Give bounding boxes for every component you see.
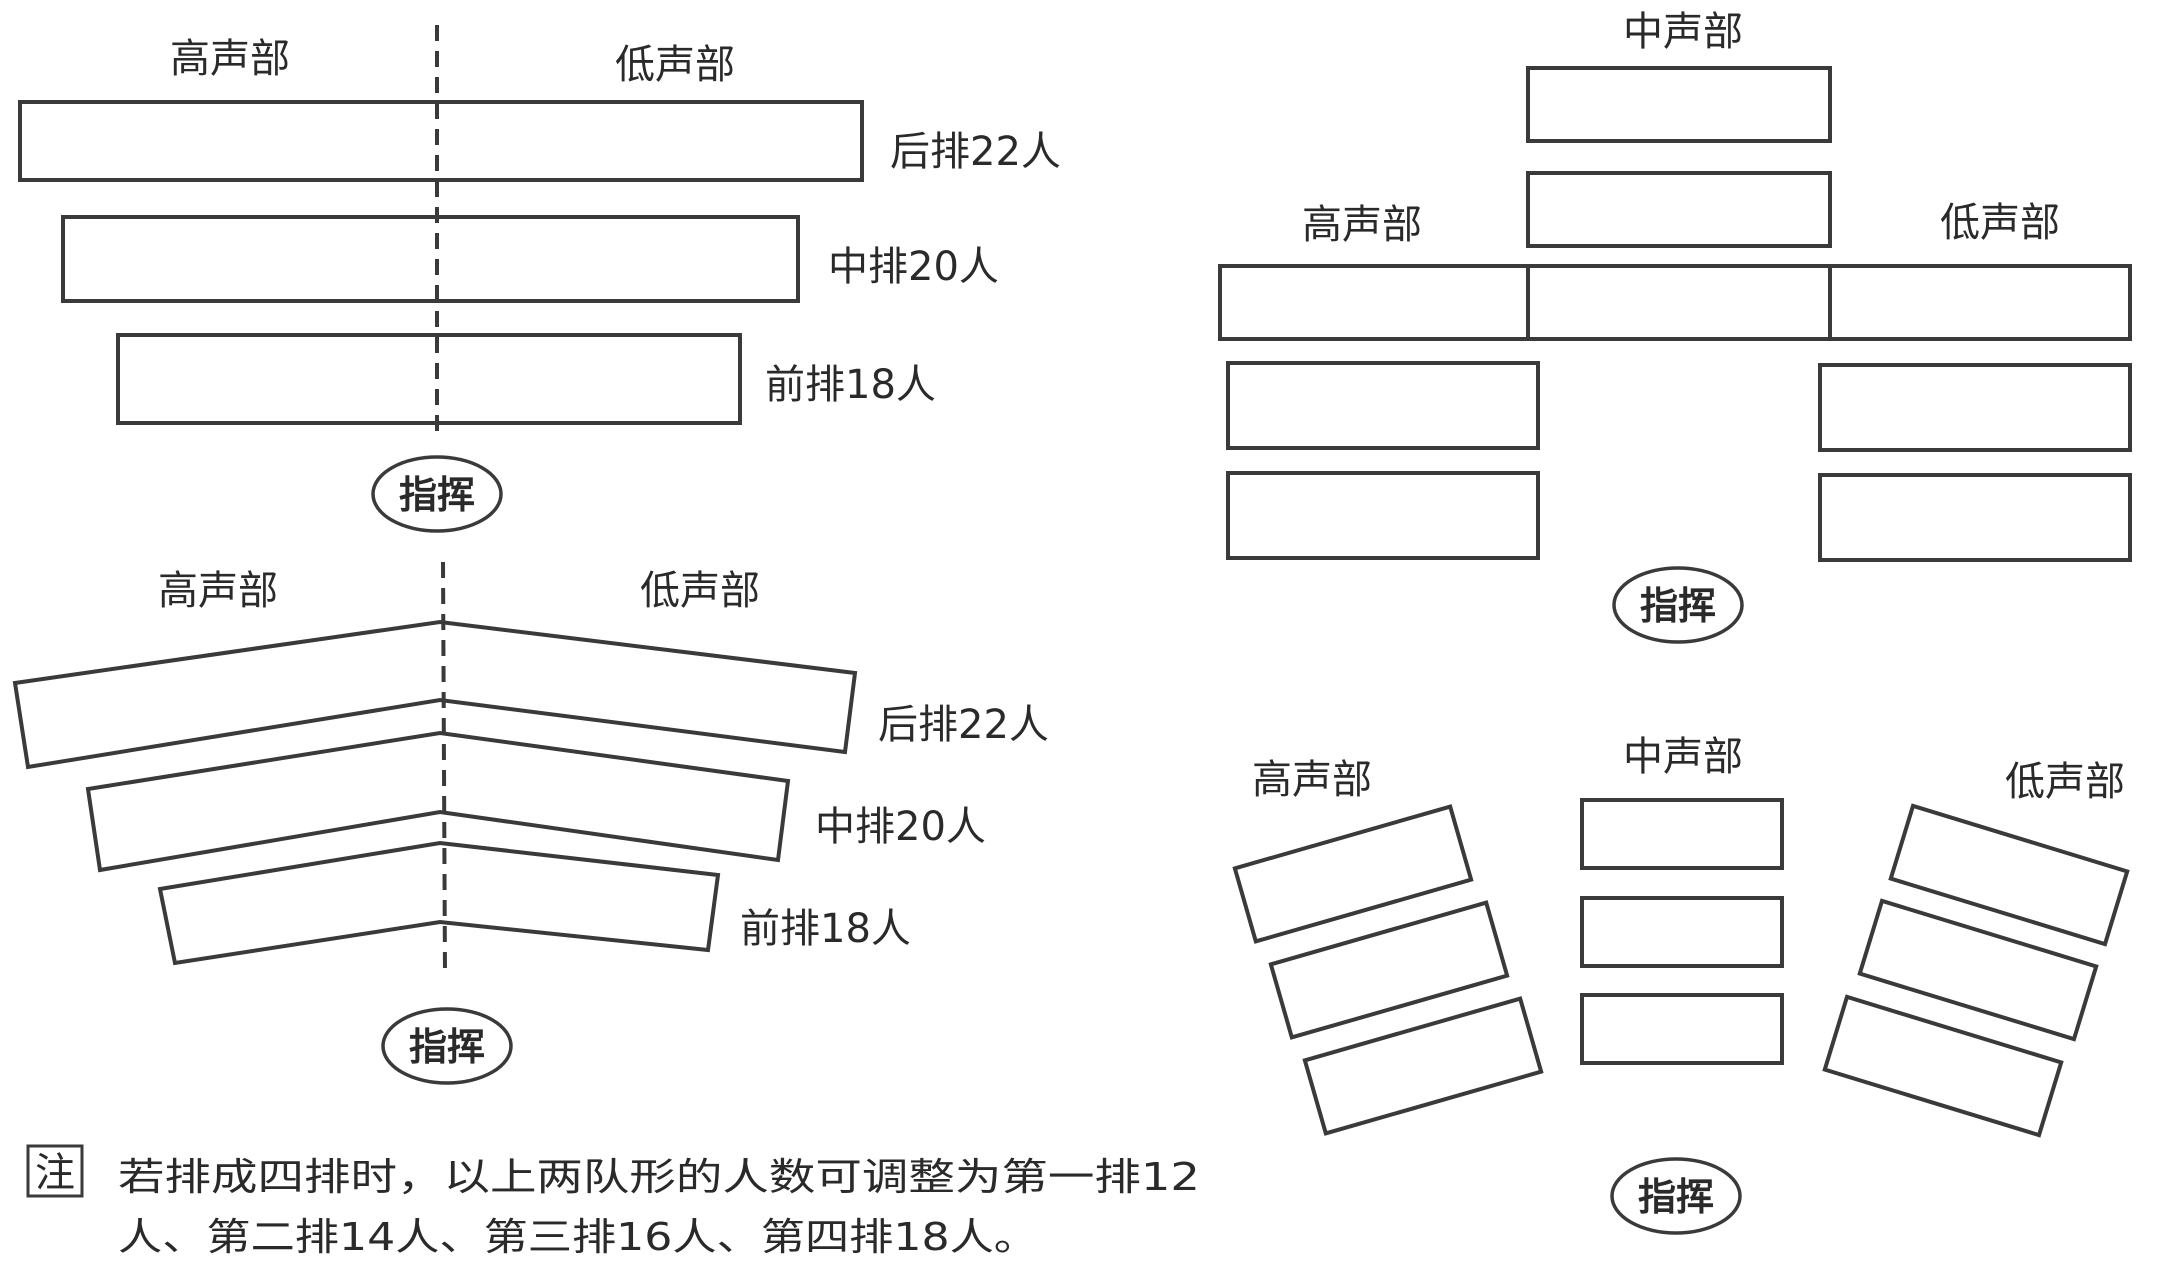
panel2-conductor-label: 指挥 [409,1025,485,1069]
panel3-mid-block-1 [1526,66,1832,143]
panel3-high-block-2 [1226,471,1540,560]
panel1-front-row-label: 前排18人 [765,362,936,408]
panel1-middle-row [61,215,800,303]
panel2-center-divider [441,561,447,976]
panel2-middle-row [85,730,791,873]
panel4-mid-label: 中声部 [1623,734,1743,780]
panel4-low-label: 低声部 [2005,759,2125,805]
panel3-high-label: 高声部 [1302,202,1422,248]
panel3-wide-row [1218,264,2132,341]
panel4-high-block-3 [1302,996,1544,1136]
panel3-conductor-oval [1612,566,1744,644]
panel4-low-block-2 [1857,898,2099,1042]
panel4-high-label: 高声部 [1252,757,1372,803]
panel-block-formation: 中声部 高声部 低声部 指挥 [1218,9,2132,644]
panel2-front-row [157,840,721,966]
panel3-low-block-2 [1818,473,2132,562]
panel1-high-label: 高声部 [170,36,290,82]
note-mark-box [26,1144,84,1198]
panel4-low-block-3 [1822,994,2064,1138]
panel3-conductor-label: 指挥 [1640,584,1716,628]
panel4-mid-block-3 [1580,993,1784,1065]
panel3-low-block-1 [1818,363,2132,452]
panel-angled-rows: 高声部 低声部 后排22人 中排20人 前排18人 指挥 [12,561,1049,1085]
panel4-high-block-1 [1232,804,1474,944]
panel1-low-label: 低声部 [615,42,735,88]
panel2-middle-row-label: 中排20人 [815,804,986,850]
note-line-2: 人、第二排14人、第三排16人、第四排18人。 [118,1215,1038,1259]
panel3-high-block-1 [1226,361,1540,450]
panel4-conductor-oval [1610,1157,1742,1235]
panel1-back-row-label: 后排22人 [890,129,1061,175]
panel-fan-formation: 高声部 中声部 低声部 指挥 [1232,734,2130,1235]
panel3-mid-label: 中声部 [1623,9,1743,55]
panel4-mid-block-1 [1580,798,1784,870]
panel1-back-row [18,100,864,182]
panel4-low-block-1 [1888,803,2130,947]
panel2-low-label: 低声部 [640,568,760,614]
panel1-conductor-oval [371,455,503,533]
panel4-conductor-label: 指挥 [1638,1175,1714,1219]
panel4-mid-block-2 [1580,896,1784,968]
note-mark: 注 [35,1150,75,1196]
note-line-1: 若排成四排时，以上两队形的人数可调整为第一排12 [118,1155,1200,1199]
panel2-high-label: 高声部 [158,568,278,614]
panel2-back-row [12,619,858,770]
panel1-middle-row-label: 中排20人 [828,244,999,290]
panel3-low-label: 低声部 [1940,200,2060,246]
panel-straight-rows: 高声部 低声部 后排22人 中排20人 前排18人 指挥 [18,25,1061,533]
panel1-front-row [116,333,742,425]
panel2-conductor-oval [381,1007,513,1085]
panel2-front-row-label: 前排18人 [740,906,911,952]
panel4-high-block-2 [1268,900,1510,1040]
panel1-conductor-label: 指挥 [399,473,475,517]
panel3-mid-block-2 [1526,171,1832,248]
panel2-back-row-label: 后排22人 [878,702,1049,748]
note-block: 注 若排成四排时，以上两队形的人数可调整为第一排12 人、第二排14人、第三排1… [26,1144,1200,1259]
